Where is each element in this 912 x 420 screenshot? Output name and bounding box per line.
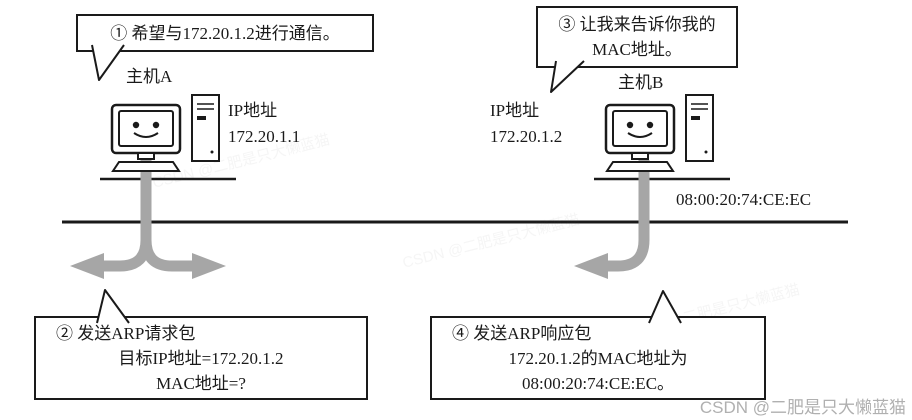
host-a-ip-value: 172.20.1.1 (228, 127, 301, 146)
host-b-mac-address: 08:00:20:74:CE:EC (676, 190, 812, 209)
host-a-ip-block: IP地址 172.20.1.1 (228, 98, 300, 150)
host-a-label: 主机A (126, 67, 173, 86)
arrowhead-right-icon (192, 253, 226, 279)
callout-step3-line2: MAC地址。 (592, 40, 682, 59)
host-b-ip-label: IP地址 (490, 101, 540, 120)
csdn-watermark: CSDN @二肥是只大懒蓝猫 (699, 398, 906, 417)
arrowhead-reply-icon (574, 253, 608, 279)
callout-step2-arp-request: ② 发送ARP请求包 目标IP地址=172.20.1.2 MAC地址=? (34, 316, 368, 400)
host-a-ip-label: IP地址 (228, 101, 278, 120)
faint-watermark: CSDN @二肥是只大懒蓝猫 (400, 211, 582, 272)
callout-step2-line2: 目标IP地址=172.20.1.2 (118, 348, 284, 368)
host-b-label: 主机B (618, 73, 664, 92)
arrowhead-left-icon (70, 253, 104, 279)
callout-step2-line3: MAC地址=? (156, 373, 246, 393)
callout-step1-request-intent: ① 希望与172.20.1.2进行通信。 (76, 14, 374, 52)
host-b-ip-block: IP地址 172.20.1.2 (490, 98, 562, 150)
host-b-computer-icon (602, 92, 720, 181)
host-b-ip-value: 172.20.1.2 (490, 127, 563, 146)
callout-step4-line3: 08:00:20:74:CE:EC。 (521, 373, 675, 393)
callout-step1-text: ① 希望与172.20.1.2进行通信。 (110, 23, 340, 43)
callout-step3-announce-mac: ③ 让我来告诉你我的 MAC地址。 (536, 6, 738, 68)
callout-step4-line1: ④ 发送ARP响应包 (452, 323, 592, 343)
callout-step4-line2: 172.20.1.2的MAC地址为 (508, 348, 688, 368)
callout-step3-line1: ③ 让我来告诉你我的 (558, 15, 716, 34)
callout-step4-arp-reply: ④ 发送ARP响应包 172.20.1.2的MAC地址为 08:00:20:74… (430, 316, 766, 400)
host-a-computer-icon (108, 92, 226, 181)
callout-step2-line1: ② 发送ARP请求包 (56, 323, 196, 343)
